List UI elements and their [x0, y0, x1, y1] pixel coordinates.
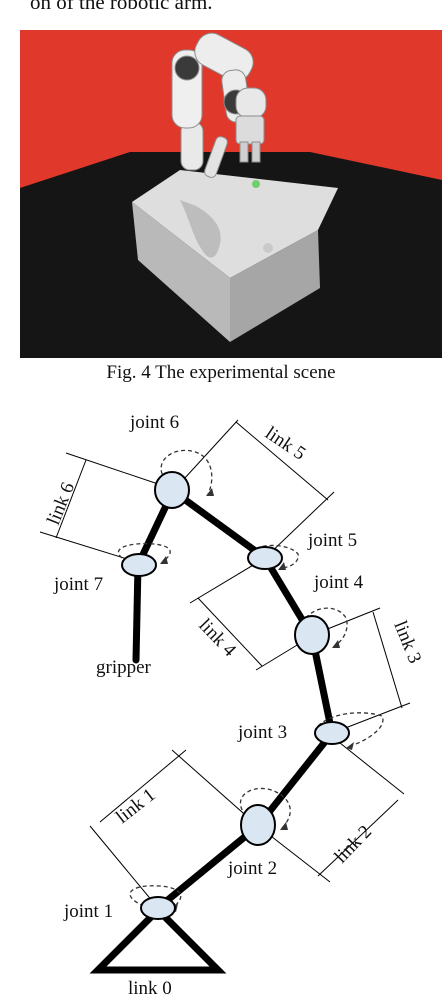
- green-target: [252, 180, 260, 188]
- base-triangle: [89, 905, 227, 974]
- label-joint-6: joint 6: [129, 412, 179, 433]
- joint-3-marker: [314, 721, 350, 745]
- figure-caption: Fig. 4 The experimental scene: [106, 362, 336, 383]
- robot-arm: [171, 32, 267, 178]
- label-link-3: link 3: [389, 618, 425, 666]
- label-joint-1: joint 1: [63, 901, 113, 922]
- table-top: [132, 170, 338, 278]
- joint-6-marker: [154, 471, 190, 509]
- label-joint-2: joint 2: [227, 858, 277, 879]
- label-link-6: link 6: [43, 479, 79, 527]
- arm-links: [132, 487, 336, 912]
- joints: [121, 471, 350, 920]
- joint-7-marker: [121, 553, 157, 577]
- joint-1-marker: [140, 896, 176, 920]
- label-link-2: link 2: [330, 821, 376, 867]
- joint-2-marker: [240, 804, 276, 846]
- table-left-side: [132, 202, 230, 342]
- label-joint-4: joint 4: [313, 572, 364, 593]
- label-link-0: link 0: [128, 978, 172, 998]
- table-right-side: [230, 230, 320, 342]
- experimental-scene-image: [20, 30, 442, 358]
- label-joint-5: joint 5: [307, 530, 357, 551]
- label-gripper: gripper: [96, 657, 152, 678]
- joint-4-marker: [294, 615, 330, 655]
- label-joint-7: joint 7: [53, 574, 103, 595]
- kinematic-diagram: joint 6 link 5 link 6 joint 5 joint 7 jo…: [0, 398, 442, 1003]
- label-joint-3: joint 3: [237, 722, 287, 743]
- joint-5-marker: [247, 546, 283, 570]
- top-text-fragment: on of the robotic arm.: [30, 0, 213, 14]
- label-link-4: link 4: [194, 615, 240, 661]
- label-link-1: link 1: [112, 784, 159, 828]
- label-link-5: link 5: [261, 423, 309, 465]
